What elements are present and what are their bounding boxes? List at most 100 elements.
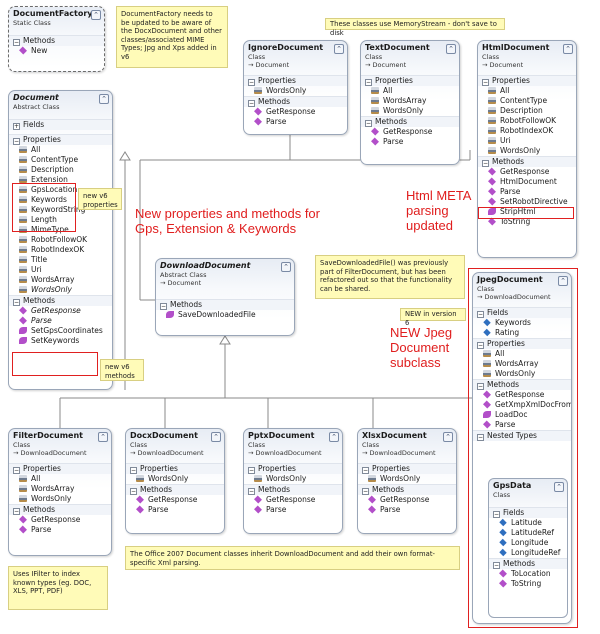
class-ignore-document[interactable]: IgnoreDocument Class → Document ⌃ −Prope… <box>243 40 348 135</box>
member[interactable]: SetRobotDirective <box>478 197 576 207</box>
methods-section[interactable]: −Methods <box>244 484 342 495</box>
member[interactable]: ToString <box>489 579 567 589</box>
member[interactable]: Rating <box>473 328 571 338</box>
methods-section[interactable]: −Methods <box>9 295 112 306</box>
member[interactable]: Parse <box>358 505 456 515</box>
fields-section[interactable]: −Fields <box>489 507 567 518</box>
properties-section[interactable]: −Properties <box>244 463 342 474</box>
collapse-icon[interactable]: ⌃ <box>281 262 291 272</box>
member[interactable]: RobotIndexOK <box>9 245 112 255</box>
nested-types-section[interactable]: −Nested Types <box>473 430 571 441</box>
member[interactable]: ContentType <box>9 155 112 165</box>
methods-section[interactable]: −Methods <box>9 35 104 46</box>
class-document-factory[interactable]: DocumentFactory Static Class ⌃ −Methods … <box>8 6 105 72</box>
class-download-document[interactable]: DownloadDocument Abstract Class → Docume… <box>155 258 295 336</box>
class-pptx-document[interactable]: PptxDocument Class → DownloadDocument ⌃ … <box>243 428 343 534</box>
member[interactable]: Parse <box>244 505 342 515</box>
member[interactable]: SetKeywords <box>9 336 112 346</box>
member[interactable]: GetResponse <box>9 515 111 525</box>
member[interactable]: Uri <box>478 136 576 146</box>
member[interactable]: WordsOnly <box>361 106 459 116</box>
member[interactable]: GetXmpXmlDocFromI... <box>473 400 571 410</box>
member[interactable]: All <box>478 86 576 96</box>
class-text-document[interactable]: TextDocument Class → Document ⌃ −Propert… <box>360 40 460 165</box>
member[interactable]: Parse <box>361 137 459 147</box>
fields-section[interactable]: +Fields <box>9 119 112 130</box>
member[interactable]: WordsOnly <box>473 369 571 379</box>
member[interactable]: All <box>361 86 459 96</box>
collapse-icon[interactable]: ⌃ <box>563 44 573 54</box>
member[interactable]: Parse <box>9 525 111 535</box>
member[interactable]: WordsOnly <box>9 285 112 295</box>
class-html-document[interactable]: HtmlDocument Class → Document ⌃ −Propert… <box>477 40 577 258</box>
member[interactable]: LatitudeRef <box>489 528 567 538</box>
member[interactable]: SetGpsCoordinates <box>9 326 112 336</box>
member[interactable]: ToString <box>478 217 576 227</box>
class-gps-data[interactable]: GpsData Class ⌃ −Fields Latitude Latitud… <box>488 478 568 618</box>
member[interactable]: Title <box>9 255 112 265</box>
member[interactable]: GpsLocation <box>9 185 112 195</box>
properties-section[interactable]: −Properties <box>361 75 459 86</box>
member[interactable]: WordsOnly <box>478 146 576 156</box>
collapse-icon[interactable]: ⌃ <box>99 94 109 104</box>
member[interactable]: GetResponse <box>9 306 112 316</box>
fields-section[interactable]: −Fields <box>473 307 571 318</box>
class-docx-document[interactable]: DocxDocument Class → DownloadDocument ⌃ … <box>125 428 225 534</box>
properties-section[interactable]: −Properties <box>9 463 111 474</box>
member[interactable]: WordsOnly <box>244 86 347 96</box>
member[interactable]: KeywordString <box>9 205 112 215</box>
member[interactable]: WordsArray <box>473 359 571 369</box>
collapse-icon[interactable]: ⌃ <box>211 432 221 442</box>
member[interactable]: WordsOnly <box>9 494 111 504</box>
methods-section[interactable]: −Methods <box>478 156 576 167</box>
member[interactable]: Keywords <box>473 318 571 328</box>
collapse-icon[interactable]: ⌃ <box>334 44 344 54</box>
member[interactable]: Parse <box>126 505 224 515</box>
methods-section[interactable]: −Methods <box>156 299 294 310</box>
properties-section[interactable]: −Properties <box>473 338 571 349</box>
class-xlsx-document[interactable]: XlsxDocument Class → DownloadDocument ⌃ … <box>357 428 457 534</box>
member[interactable]: GetResponse <box>244 107 347 117</box>
member[interactable]: Extension <box>9 175 112 185</box>
member[interactable]: All <box>473 349 571 359</box>
member[interactable]: WordsArray <box>9 484 111 494</box>
member[interactable]: All <box>9 145 112 155</box>
properties-section[interactable]: −Properties <box>358 463 456 474</box>
collapse-icon[interactable]: ⌃ <box>446 44 456 54</box>
member[interactable]: Description <box>9 165 112 175</box>
member[interactable]: WordsOnly <box>358 474 456 484</box>
member[interactable]: Parse <box>244 117 347 127</box>
methods-section[interactable]: −Methods <box>361 116 459 127</box>
member[interactable]: RobotFollowOK <box>478 116 576 126</box>
properties-section[interactable]: −Properties <box>9 134 112 145</box>
member[interactable]: WordsOnly <box>126 474 224 484</box>
member[interactable]: LongitudeRef <box>489 548 567 558</box>
collapse-icon[interactable]: ⌃ <box>91 10 101 20</box>
member[interactable]: ToLocation <box>489 569 567 579</box>
member[interactable]: All <box>9 474 111 484</box>
collapse-icon[interactable]: ⌃ <box>443 432 453 442</box>
member[interactable]: GetResponse <box>126 495 224 505</box>
member[interactable]: RobotFollowOK <box>9 235 112 245</box>
member[interactable]: GetResponse <box>244 495 342 505</box>
collapse-icon[interactable]: ⌃ <box>558 276 568 286</box>
member[interactable]: StripHtml <box>478 207 576 217</box>
member[interactable]: Longitude <box>489 538 567 548</box>
methods-section[interactable]: −Methods <box>9 504 111 515</box>
member[interactable]: Length <box>9 215 112 225</box>
member[interactable]: Parse <box>473 420 571 430</box>
methods-section[interactable]: −Methods <box>244 96 347 107</box>
member[interactable]: Description <box>478 106 576 116</box>
member[interactable]: SaveDownloadedFile <box>156 310 294 320</box>
member[interactable]: GetResponse <box>361 127 459 137</box>
member[interactable]: ContentType <box>478 96 576 106</box>
member[interactable]: MimeType <box>9 225 112 235</box>
member-new[interactable]: New <box>9 46 104 56</box>
member[interactable]: GetResponse <box>478 167 576 177</box>
member[interactable]: LoadDoc <box>473 410 571 420</box>
member[interactable]: Latitude <box>489 518 567 528</box>
member[interactable]: GetResponse <box>358 495 456 505</box>
member[interactable]: Parse <box>478 187 576 197</box>
properties-section[interactable]: −Properties <box>478 75 576 86</box>
collapse-icon[interactable]: ⌃ <box>554 482 564 492</box>
